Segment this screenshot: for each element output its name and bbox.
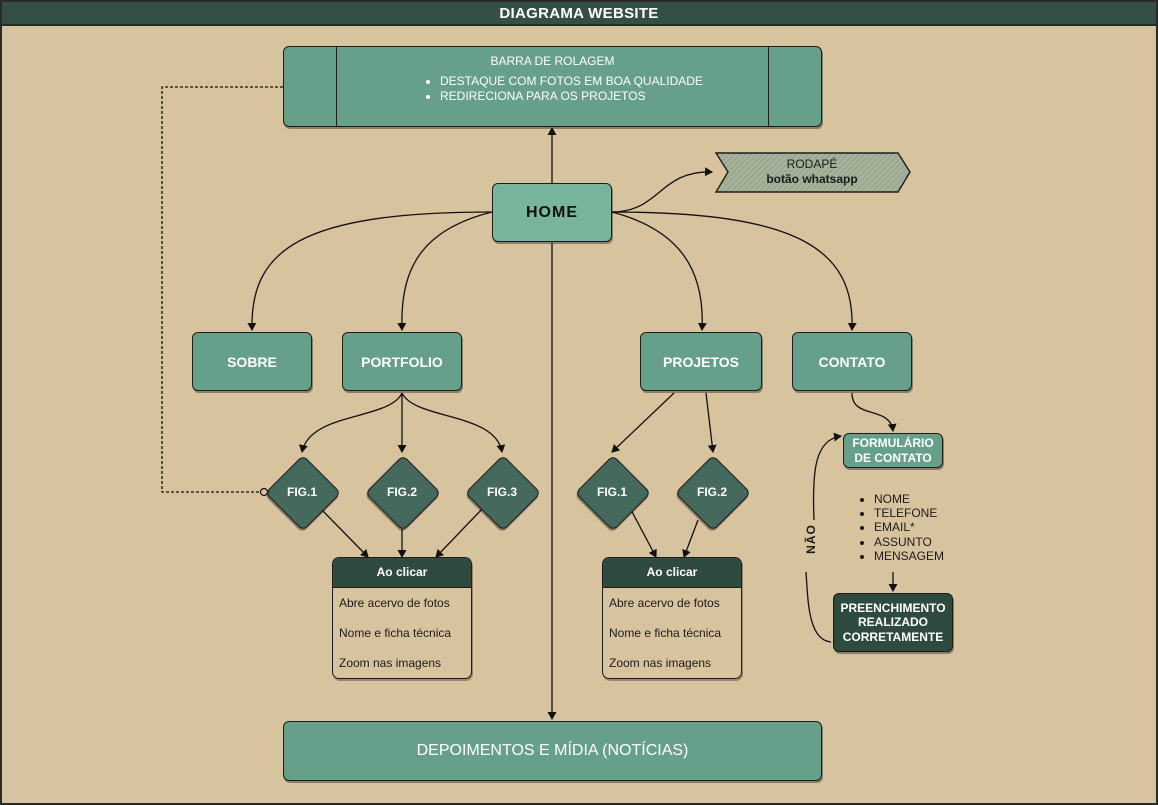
form-field-item: NOME: [874, 492, 944, 506]
fig1-to-card-arrow: [319, 507, 369, 558]
pfig2-to-card-arrow: [682, 519, 699, 558]
footer-tag-shape: [714, 152, 911, 193]
portfolio-to-fig1-arrow: [298, 392, 403, 453]
contact-form-fields: NOME TELEFONE EMAIL* ASSUNTO MENSAGEM: [858, 492, 944, 563]
on-click-header: Ao clicar: [603, 558, 741, 588]
portfolio-node: PORTFOLIO: [342, 332, 462, 391]
scroll-bar-bullet: REDIRECIONA PARA OS PROJETOS: [440, 89, 703, 104]
portfolio-fig3-label: FIG.3: [486, 485, 517, 499]
scrollbar-to-fig-dashed-link: [161, 86, 283, 493]
on-click-item: Nome e ficha técnica: [609, 626, 722, 640]
portfolio-fig2-label: FIG.2: [386, 485, 417, 499]
no-label: NÃO: [804, 524, 818, 554]
form-field-item: EMAIL*: [874, 520, 944, 534]
scroll-bar-bullet: DESTAQUE COM FOTOS EM BOA QUALIDADE: [440, 74, 703, 89]
contato-to-form-arrow: [851, 392, 897, 432]
home-to-contato-arrow: [611, 211, 857, 331]
sobre-node: SOBRE: [192, 332, 312, 391]
scroll-bar-left-divider: [336, 47, 337, 126]
projetos-on-click-card: Ao clicar Abre acervo de fotos Nome e fi…: [602, 557, 742, 679]
scroll-bar-box: BARRA DE ROLAGEM DESTAQUE COM FOTOS EM B…: [283, 46, 822, 127]
home-node: HOME: [492, 183, 612, 242]
portfolio-to-fig3-arrow: [401, 392, 506, 453]
no-loop-arrow: [805, 436, 841, 643]
scroll-bar-title: BARRA DE ROLAGEM: [490, 54, 615, 68]
projetos-node: PROJETOS: [640, 332, 762, 391]
footer-node: RODAPÉ botão whatsapp: [714, 151, 910, 193]
on-click-item: Abre acervo de fotos: [339, 596, 450, 610]
portfolio-fig1-label: FIG.1: [286, 485, 317, 499]
projetos-fig1-label: FIG.1: [596, 485, 627, 499]
form-field-item: MENSAGEM: [874, 549, 944, 563]
on-click-item: Zoom nas imagens: [339, 656, 442, 670]
on-click-item: Nome e ficha técnica: [339, 626, 452, 640]
contact-form-node: FORMULÁRIO DE CONTATO: [843, 433, 943, 468]
form-field-item: ASSUNTO: [874, 535, 944, 549]
projetos-to-fig2-arrow: [705, 392, 717, 453]
projetos-fig2-label: FIG.2: [696, 485, 727, 499]
on-click-item: Abre acervo de fotos: [609, 596, 720, 610]
pfig1-to-card-arrow: [629, 507, 657, 558]
form-field-item: TELEFONE: [874, 506, 944, 520]
on-click-item: Zoom nas imagens: [609, 656, 712, 670]
form-done-node: PREENCHIMENTO REALIZADO CORRETAMENTE: [833, 593, 953, 652]
home-to-projetos-arrow: [611, 211, 707, 331]
scroll-bar-bullets: DESTAQUE COM FOTOS EM BOA QUALIDADE REDI…: [424, 74, 703, 104]
contato-node: CONTATO: [792, 332, 912, 391]
on-click-header: Ao clicar: [333, 558, 471, 588]
footer-title: RODAPÉ: [786, 157, 838, 171]
fig3-to-card-arrow: [435, 507, 484, 558]
portfolio-on-click-card: Ao clicar Abre acervo de fotos Nome e fi…: [332, 557, 472, 679]
home-to-footer-arrow: [611, 167, 713, 213]
media-node: DEPOIMENTOS E MÍDIA (NOTÍCIAS): [283, 721, 822, 781]
diagram-title: DIAGRAMA WEBSITE: [2, 2, 1156, 26]
scroll-bar-right-divider: [768, 47, 769, 126]
home-to-sobre-arrow: [247, 211, 493, 331]
footer-subtitle: botão whatsapp: [766, 172, 858, 186]
projetos-to-fig1-arrow: [611, 392, 675, 453]
home-to-portfolio-arrow: [397, 211, 493, 331]
